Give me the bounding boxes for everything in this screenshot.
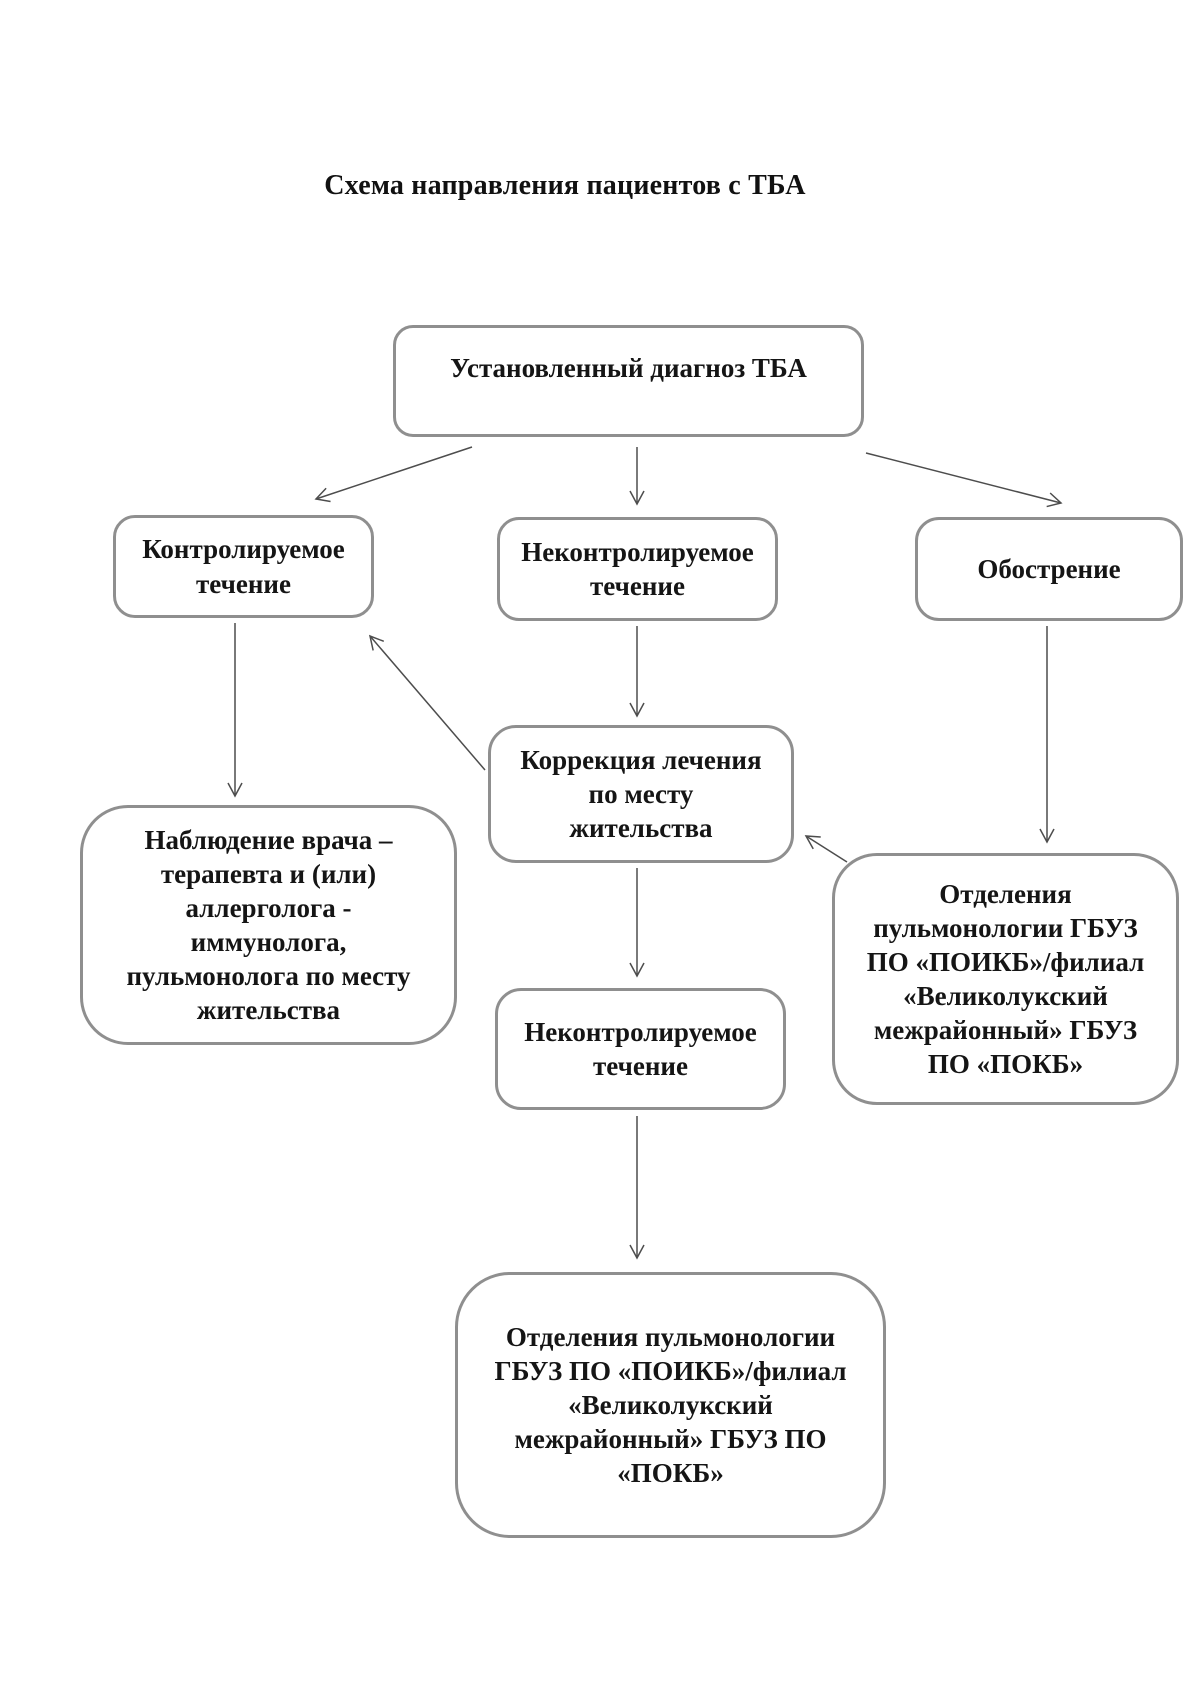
- node-pulmonology-departments-right: Отделения пульмонологии ГБУЗ ПО «ПОИКБ»/…: [832, 853, 1179, 1105]
- node-uncontrolled-course-2: Неконтролируемое течение: [495, 988, 786, 1110]
- node-label: Наблюдение врача – терапевта и (или) алл…: [126, 824, 411, 1026]
- node-exacerbation: Обострение: [915, 517, 1183, 621]
- node-uncontrolled-course-1: Неконтролируемое течение: [497, 517, 778, 621]
- node-label: Установленный диагноз ТБА: [450, 352, 807, 383]
- node-label: Отделения пульмонологии ГБУЗ ПО «ПОИКБ»/…: [494, 1321, 847, 1489]
- arrow-diagnosis-to-exacerbation: [865, 452, 1063, 508]
- node-label: Неконтролируемое течение: [521, 536, 754, 601]
- node-label: Коррекция лечения по месту жительства: [520, 744, 762, 843]
- diagram-title: Схема направления пациентов с ТБА: [324, 170, 806, 201]
- node-pulmonology-departments-bottom: Отделения пульмонологии ГБУЗ ПО «ПОИКБ»/…: [455, 1272, 886, 1538]
- node-physician-observation: Наблюдение врача – терапевта и (или) алл…: [80, 805, 457, 1045]
- node-label: Контролируемое течение: [142, 534, 345, 599]
- arrow-diagnosis-to-controlled: [314, 446, 473, 503]
- node-controlled-course: Контролируемое течение: [113, 515, 374, 618]
- node-treatment-correction: Коррекция лечения по месту жительства: [488, 725, 794, 863]
- node-established-diagnosis: Установленный диагноз ТБА: [393, 325, 864, 437]
- node-label: Отделения пульмонологии ГБУЗ ПО «ПОИКБ»/…: [866, 878, 1145, 1080]
- node-label: Неконтролируемое течение: [524, 1016, 757, 1081]
- node-label: Обострение: [977, 553, 1121, 584]
- arrow-correction-to-controlled: [368, 634, 486, 771]
- arrow-pulm-right-to-correction: [804, 835, 848, 863]
